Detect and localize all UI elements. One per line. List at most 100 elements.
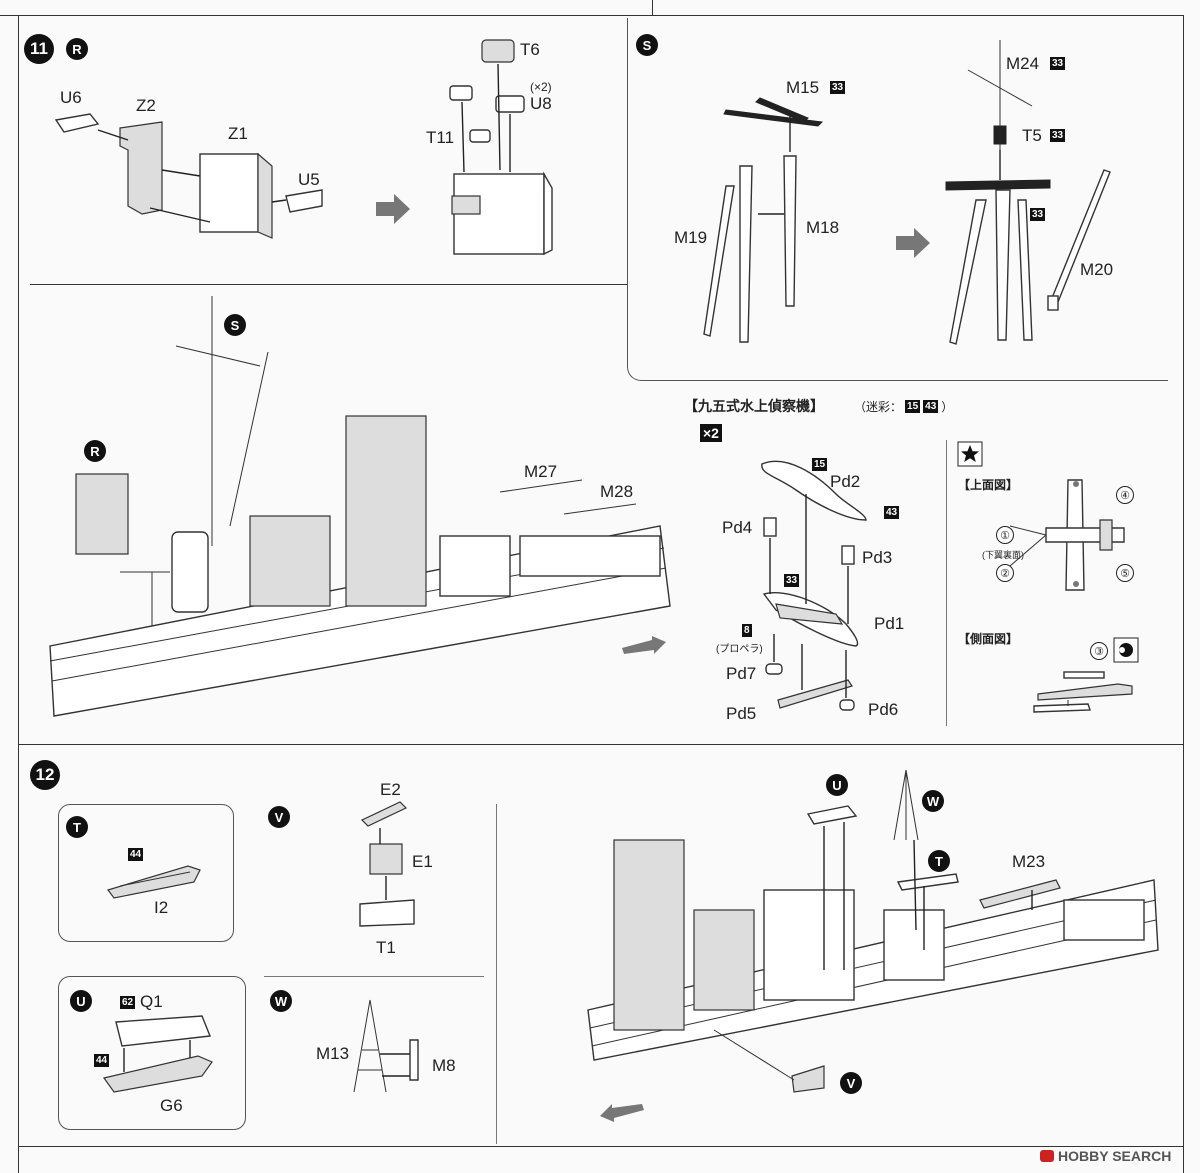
assembly-top-line	[30, 284, 627, 285]
code-prop: 8	[742, 624, 752, 637]
code-pd2-b: 43	[884, 506, 900, 519]
part-u5: U5	[298, 170, 320, 189]
color-note-code-1: 15	[905, 400, 921, 413]
part-m13: M13	[316, 1044, 350, 1063]
star-badge-icon	[957, 441, 983, 467]
side-view-label: 【側面図】	[958, 632, 1019, 646]
main-badge-v: V	[840, 1072, 862, 1094]
main-badge-w: W	[922, 790, 944, 812]
roundel-icon	[1113, 637, 1139, 663]
code-m15: 33	[830, 81, 846, 94]
w-badge: W	[270, 990, 292, 1012]
part-e1: E1	[412, 852, 433, 871]
ship-forward-drawing	[587, 769, 1159, 1093]
part-z1: Z1	[228, 124, 248, 143]
part-g6: G6	[160, 1096, 183, 1115]
part-pd4: Pd4	[722, 518, 753, 537]
part-pd3: Pd3	[862, 548, 893, 567]
gray-arrow-4	[600, 1104, 644, 1122]
marker-1: ①	[996, 526, 1014, 544]
u-code-top: 62	[120, 996, 136, 1009]
aircraft-title: 【九五式水上偵察機】	[684, 398, 824, 414]
part-m19: M19	[674, 228, 708, 247]
part-u6: U6	[60, 88, 82, 107]
main-badge-t: T	[928, 850, 950, 872]
boat-i2-drawing	[107, 865, 201, 899]
sub-r-badge: R	[66, 38, 88, 60]
assembly-badge-r: R	[84, 440, 106, 462]
bottom-divider	[18, 1146, 1184, 1147]
left-border	[18, 15, 19, 1173]
part-e2: E2	[380, 780, 401, 799]
watermark-logo-icon	[1040, 1150, 1054, 1162]
top-view-aircraft-drawing	[1009, 479, 1125, 591]
part-m24: M24	[1006, 54, 1040, 73]
part-z2: Z2	[136, 96, 156, 115]
part-pd1: Pd1	[874, 614, 905, 633]
code-t5: 33	[1050, 129, 1066, 142]
part-m15: M15	[786, 78, 820, 97]
part-i2: I2	[154, 898, 169, 917]
v-w-divider	[264, 976, 484, 977]
top-divider-vert	[652, 0, 653, 15]
step-12-number: 12	[30, 760, 60, 790]
watermark: HOBBY SEARCH	[1040, 1148, 1171, 1164]
gray-arrow-2	[896, 228, 930, 258]
part-t6: T6	[520, 40, 540, 59]
step-divider	[18, 744, 1184, 745]
side-view-aircraft-drawing	[1033, 671, 1133, 713]
assembly-badge-s: S	[224, 314, 246, 336]
top-divider	[0, 15, 1184, 16]
part-m28: M28	[600, 482, 634, 501]
part-pd6: Pd6	[868, 700, 899, 719]
boat-g6-drawing	[102, 1015, 213, 1093]
right-border	[1183, 15, 1184, 1173]
code-m24: 33	[1050, 57, 1066, 70]
part-t1: T1	[376, 938, 396, 957]
u-badge: U	[70, 990, 92, 1012]
part-m20: M20	[1080, 260, 1114, 279]
marker-4: ④	[1116, 486, 1134, 504]
part-q1: Q1	[140, 992, 163, 1011]
part-m27: M27	[524, 462, 558, 481]
panel-s	[627, 18, 1168, 381]
part-pd2: Pd2	[830, 472, 861, 491]
marker-5: ⑤	[1116, 564, 1134, 582]
qty-note: (×2)	[530, 80, 552, 94]
underwing-label: (下翼裏面)	[982, 550, 1024, 560]
box-u	[58, 976, 246, 1130]
gray-arrow-3	[622, 636, 666, 654]
aircraft-view-divider	[946, 440, 947, 726]
crane-frame-drawing	[353, 999, 419, 1093]
sub-s-badge: S	[636, 34, 658, 56]
box-t	[58, 804, 234, 942]
part-pd5: Pd5	[726, 704, 757, 723]
part-m8: M8	[432, 1056, 456, 1075]
code-body: 33	[784, 574, 800, 587]
bridge-assembly-drawing	[449, 39, 553, 256]
aircraft-color-note: （迷彩： 15 43 ）	[854, 398, 953, 415]
ship-midsection-drawing	[49, 296, 671, 717]
v-badge: V	[268, 806, 290, 828]
color-note-prefix: （迷彩：	[854, 400, 903, 414]
mast-assembly-drawing	[945, 40, 1111, 345]
searchlight-drawing	[359, 801, 415, 927]
step-11-number: 11	[24, 34, 54, 64]
top-view-label: 【上面図】	[958, 478, 1019, 492]
mast-parts-drawing	[703, 97, 824, 343]
u-code-bottom: 44	[94, 1054, 110, 1067]
marker-3: ③	[1090, 642, 1108, 660]
step12-left-divider	[496, 804, 497, 1144]
code-mast: 33	[1030, 208, 1046, 221]
aircraft-exploded-drawing	[761, 460, 867, 711]
t-code: 44	[128, 848, 144, 861]
part-m18: M18	[806, 218, 840, 237]
part-t5: T5	[1022, 126, 1042, 145]
part-m23: M23	[1012, 852, 1046, 871]
gray-arrow-1	[376, 194, 410, 224]
part-t11: T11	[426, 128, 455, 147]
color-note-suffix: ）	[941, 400, 954, 414]
aircraft-qty: ×2	[700, 424, 722, 442]
propeller-label: (プロペラ)	[716, 644, 763, 655]
t-badge: T	[66, 816, 88, 838]
